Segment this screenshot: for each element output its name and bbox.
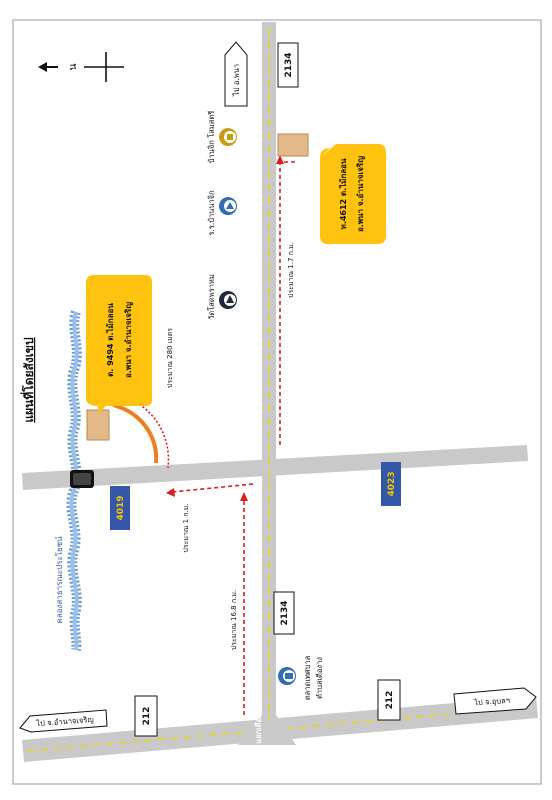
clinic-label: บ้านจิก โสมสตรี bbox=[207, 111, 216, 163]
school-icon bbox=[219, 197, 237, 216]
distance-16-8: ประมาณ 16.8 ก.ม. bbox=[230, 590, 238, 650]
svg-text:4023: 4023 bbox=[387, 471, 397, 496]
svg-text:2134: 2134 bbox=[284, 52, 294, 77]
site2-callout: ท.4612 ต.ไม้กลอน อ.พนา จ.อำนาจเจริญ bbox=[320, 144, 386, 244]
market-icon bbox=[278, 667, 296, 686]
site1-marker bbox=[86, 409, 110, 441]
svg-text:2134: 2134 bbox=[280, 600, 290, 625]
sign-to-phana: ไป อ.พนา bbox=[224, 41, 248, 107]
site1-callout: ต. 9494 ต.ไม้กลอน อ.พนา จ.อำนาจเจริญ bbox=[86, 275, 152, 414]
distance-1: ประมาณ 1 ก.ม. bbox=[182, 503, 190, 552]
site1-arc bbox=[109, 391, 170, 469]
canal-label: คลองสาธารณะประโยชน์ bbox=[54, 536, 64, 624]
distance-280: ประมาณ 280 เมตร bbox=[166, 328, 174, 388]
north-label: น bbox=[68, 63, 79, 70]
market-label-2: ตำบลเดืองาง bbox=[315, 657, 324, 699]
distance-1-7: ประมาณ 1.7 ก.ม. bbox=[287, 242, 295, 298]
svg-text:ไป อ.พนา: ไป อ.พนา bbox=[232, 64, 241, 97]
svg-text:212: 212 bbox=[385, 691, 395, 710]
svg-text:ไป จ.อำนาจเจริญ: ไป จ.อำนาจเจริญ bbox=[35, 715, 94, 728]
svg-text:อ.พนา จ.อำนาจเจริญ: อ.พนา จ.อำนาจเจริญ bbox=[124, 302, 134, 378]
temple-label: วัดโสดพราหม bbox=[207, 274, 216, 320]
svg-text:ต. 9494 ต.ไม้กลอน: ต. 9494 ต.ไม้กลอน bbox=[105, 303, 115, 377]
sign-to-ubon: ไป จ.อุบลฯ bbox=[453, 687, 537, 715]
canal bbox=[66, 310, 82, 651]
market-label-1: ตลาดเทศบาล bbox=[303, 656, 312, 700]
site2-marker bbox=[277, 133, 309, 157]
svg-text:อ.พนา จ.อำนาจเจริญ: อ.พนา จ.อำนาจเจริญ bbox=[356, 156, 366, 232]
road-2134 bbox=[238, 22, 296, 745]
route-arrowheads bbox=[166, 155, 284, 501]
svg-text:212: 212 bbox=[142, 707, 152, 726]
temple-icon bbox=[219, 291, 237, 310]
road-box-2134-top: 2134 bbox=[277, 42, 299, 88]
north-arrow-icon: น bbox=[38, 52, 124, 82]
svg-text:ท.4612 ต.ไม้กลอน: ท.4612 ต.ไม้กลอน bbox=[338, 158, 348, 229]
svg-text:ไป จ.อุบลฯ: ไป จ.อุบลฯ bbox=[473, 696, 510, 708]
school-label: ร.ร.บ้านนาจิก bbox=[207, 190, 216, 235]
map-title: แผนที่โดยสังเขป bbox=[20, 337, 36, 423]
road-box-212-left: 212 bbox=[134, 695, 158, 737]
clinic-icon bbox=[219, 128, 237, 147]
svg-text:4019: 4019 bbox=[116, 495, 126, 520]
road-box-4023: 4023 bbox=[381, 462, 401, 506]
road-box-212-right: 212 bbox=[377, 679, 401, 721]
road-box-2134-mid: 2134 bbox=[273, 591, 295, 635]
road-box-4019: 4019 bbox=[110, 486, 130, 530]
sign-to-amnat: ไป จ.อำนาจเจริญ bbox=[19, 709, 108, 733]
junction-label: แยกเดือยข bbox=[254, 708, 263, 743]
